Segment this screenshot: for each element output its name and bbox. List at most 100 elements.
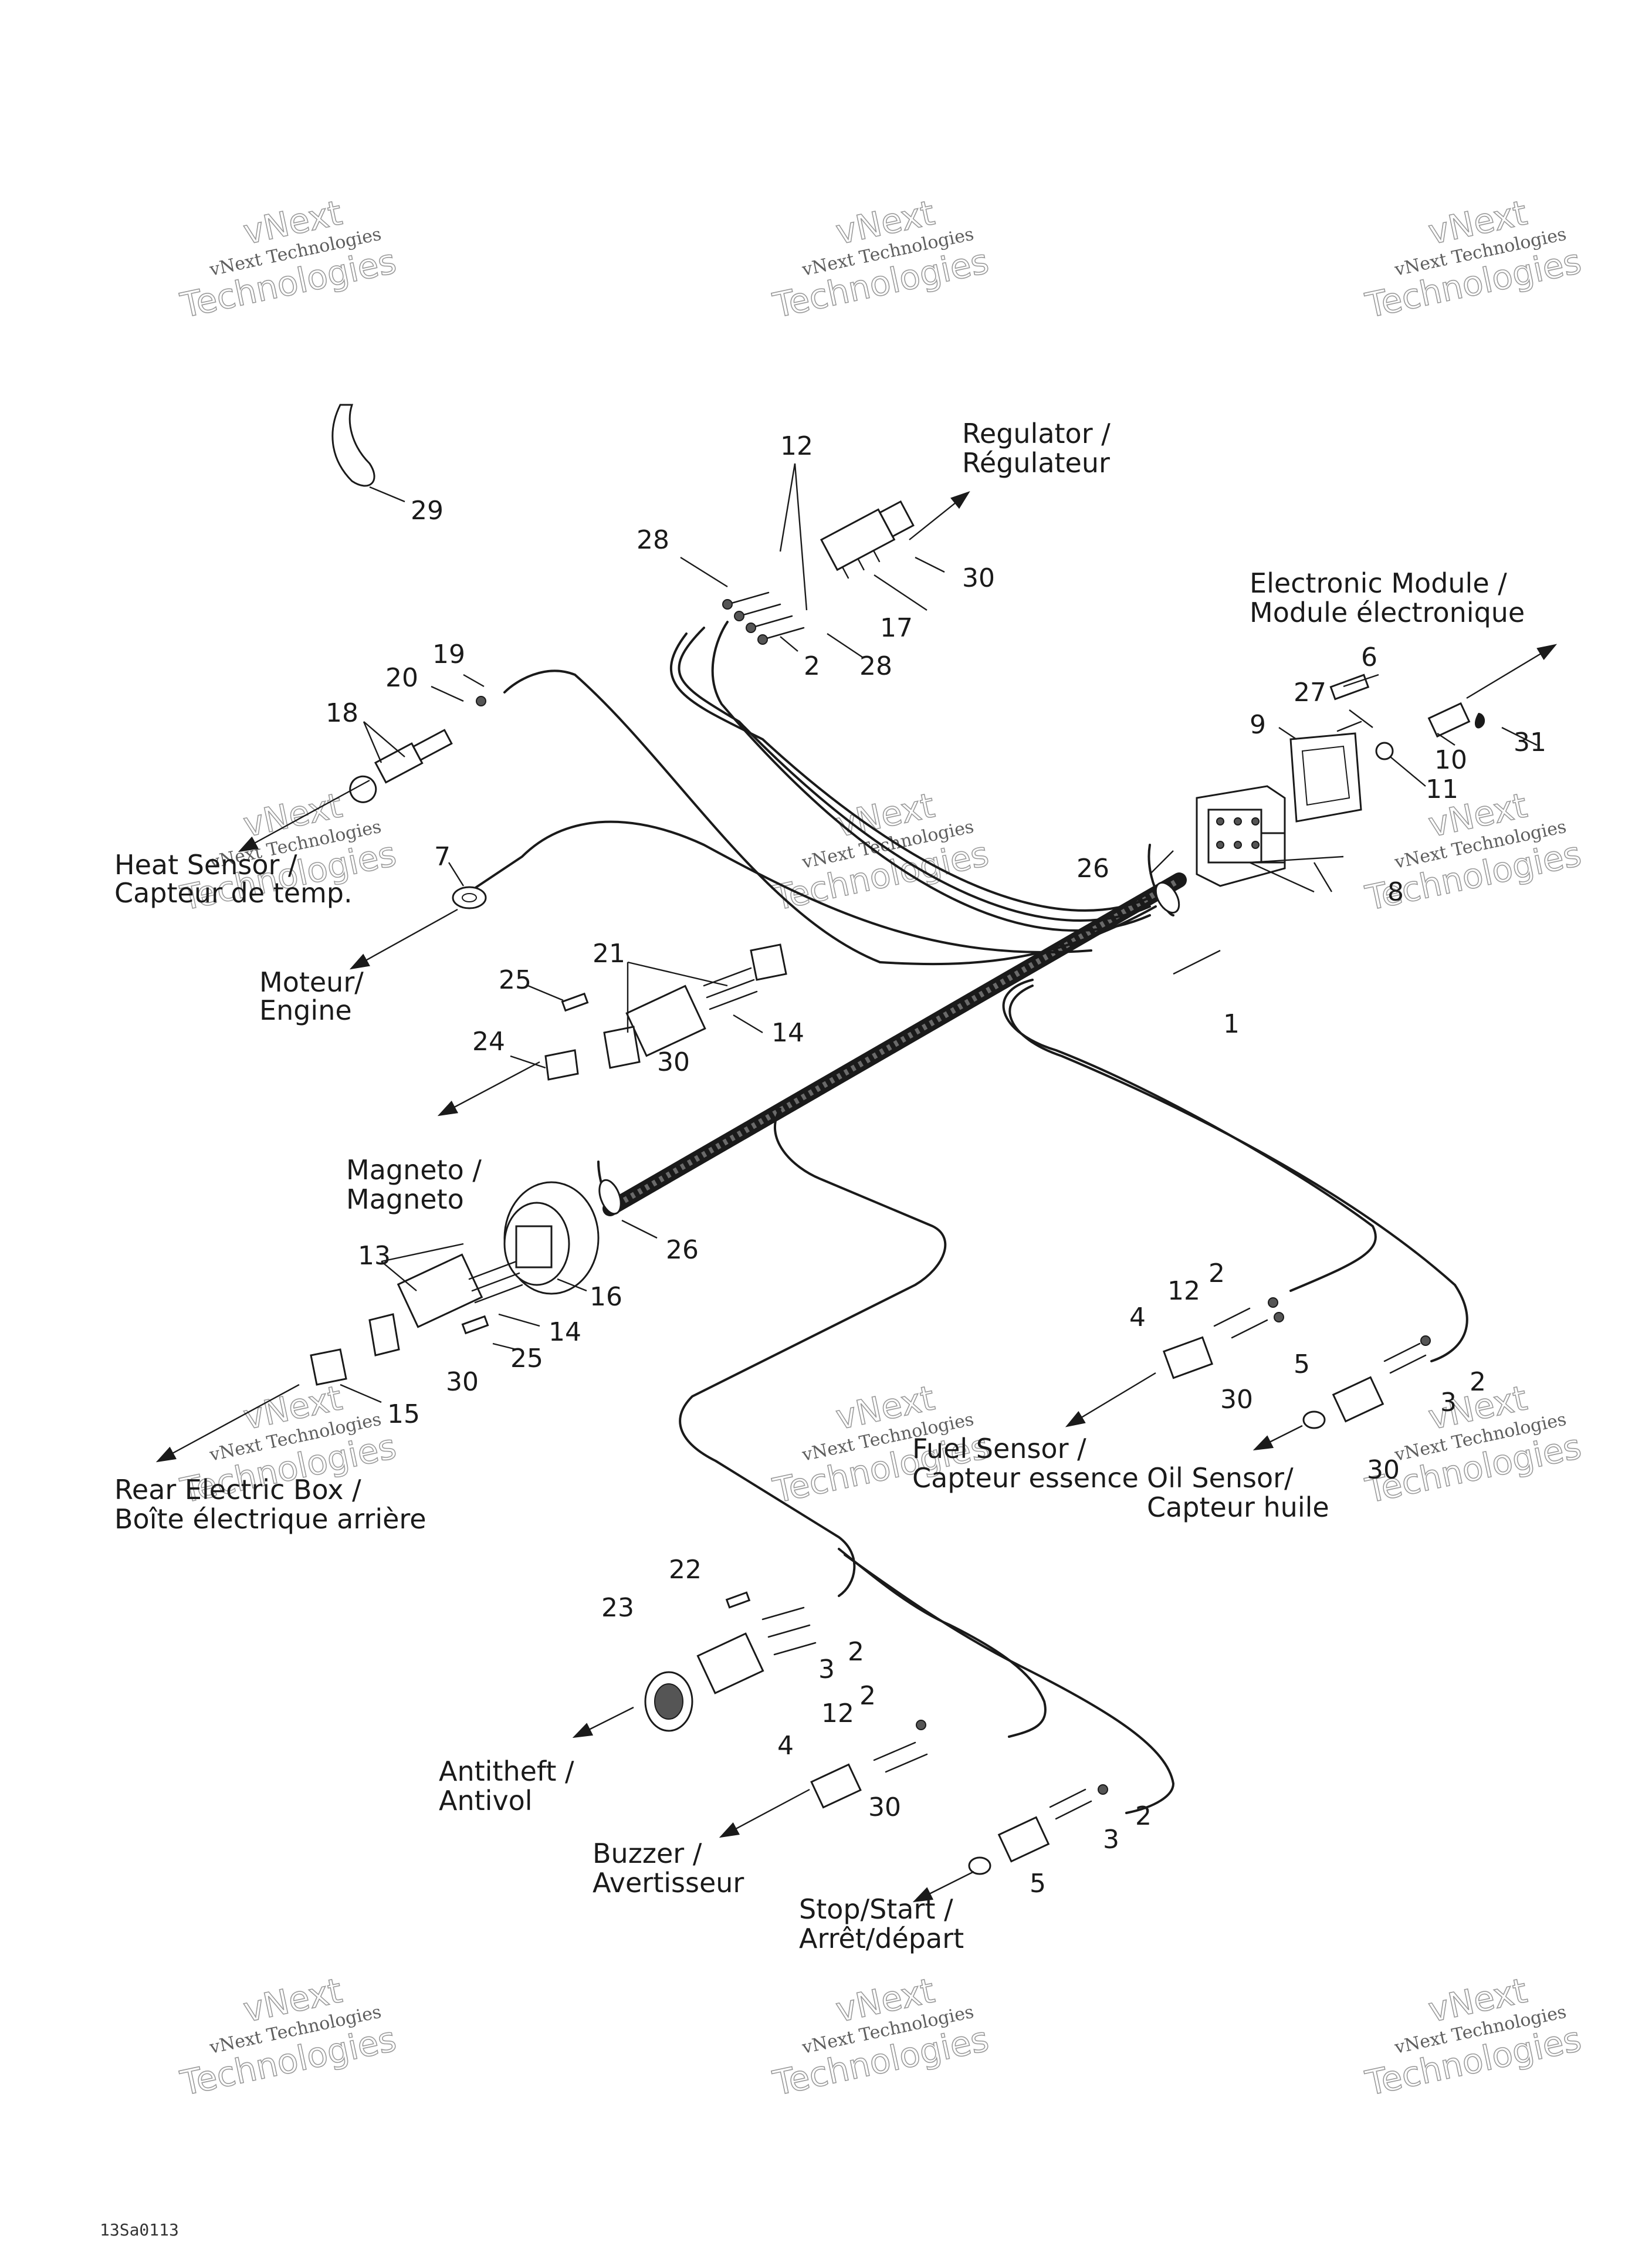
callout-2: 2 <box>848 1637 864 1667</box>
label-buzzer-fr: Avertisseur <box>593 1867 744 1899</box>
engine-ring-terminal <box>452 886 487 909</box>
buzzer-connector <box>810 1720 928 1809</box>
destination-arrows <box>155 491 1558 1903</box>
label-fuel-sensor-fr: Capteur essence <box>912 1462 1139 1494</box>
electronic-module-housing <box>1196 785 1286 887</box>
fuel-sensor-connector <box>1162 1297 1284 1379</box>
label-oil-sensor-en: Oil Sensor/ <box>1147 1462 1294 1494</box>
label-rear-box-fr: Boîte électrique arrière <box>114 1503 426 1535</box>
callout-3: 3 <box>818 1655 835 1684</box>
callout-30: 30 <box>962 563 995 593</box>
callout-30: 30 <box>657 1047 690 1077</box>
callout-30: 30 <box>868 1792 901 1822</box>
rear-box-connector <box>310 1253 523 1386</box>
callout-20: 20 <box>385 663 418 693</box>
callout-12: 12 <box>1167 1276 1200 1306</box>
callout-2: 2 <box>804 651 820 681</box>
label-electronic-module-fr: Module électronique <box>1250 597 1525 628</box>
callout-25: 25 <box>499 965 532 995</box>
callout-21: 21 <box>593 939 625 969</box>
label-electronic-module-en: Electronic Module / <box>1250 567 1507 599</box>
callout-12: 12 <box>780 431 813 461</box>
callout-31: 31 <box>1514 728 1546 757</box>
callout-18: 18 <box>326 698 358 728</box>
callout-19: 19 <box>432 640 465 669</box>
callout-2: 2 <box>1208 1259 1225 1288</box>
watermark-mid-center: vNext Technologies vNext Technologies <box>769 784 993 918</box>
callout-16: 16 <box>590 1282 622 1312</box>
callout-2: 2 <box>1135 1801 1152 1831</box>
callout-3: 3 <box>1440 1388 1457 1418</box>
callout-4: 4 <box>777 1731 794 1761</box>
callout-11: 11 <box>1426 774 1458 804</box>
label-stopstart-en: Stop/Start / <box>799 1893 953 1925</box>
watermark-bottom-left: vNext Technologies vNext Technologies <box>177 1970 400 2103</box>
callout-22: 22 <box>669 1555 702 1585</box>
callout-14: 14 <box>771 1018 804 1048</box>
wire-heat-sensor <box>503 669 1157 966</box>
callout-2: 2 <box>1470 1367 1486 1397</box>
harness-wires <box>468 621 1468 1814</box>
label-regulator-fr: Régulateur <box>962 447 1110 479</box>
label-engine-en: Engine <box>259 994 352 1026</box>
label-fuel-sensor-en: Fuel Sensor / <box>912 1433 1086 1464</box>
callout-10: 10 <box>1434 745 1467 775</box>
cable-tie-part <box>331 404 375 487</box>
callout-2: 2 <box>859 1681 876 1711</box>
label-engine-fr: Moteur/ <box>259 966 364 998</box>
regulator-connector <box>820 500 915 579</box>
callout-17: 17 <box>880 613 913 643</box>
callout-6: 6 <box>1361 642 1377 672</box>
watermark-top-center: vNext Technologies vNext Technologies <box>769 192 993 326</box>
stopstart-connector <box>968 1784 1108 1875</box>
label-antitheft-fr: Antivol <box>439 1785 533 1816</box>
watermark-bottom-right: vNext Technologies vNext Technologies <box>1362 1970 1585 2103</box>
wire-fuel-oil <box>1002 979 1377 1292</box>
label-heat-sensor-en: Heat Sensor / <box>114 849 297 881</box>
callout-29: 29 <box>411 496 444 526</box>
callout-numbers: 29 12 28 30 17 2 28 19 20 18 7 21 25 14 … <box>326 431 1546 1899</box>
callout-25: 25 <box>510 1344 543 1374</box>
callout-26: 26 <box>1076 854 1109 884</box>
callout-30: 30 <box>446 1367 479 1397</box>
label-rear-box-en: Rear Electric Box / <box>114 1474 361 1506</box>
callout-12: 12 <box>821 1699 854 1728</box>
callout-5: 5 <box>1030 1869 1046 1899</box>
watermark-top-right: vNext Technologies vNext Technologies <box>1362 192 1585 326</box>
callout-26: 26 <box>666 1235 699 1265</box>
watermark-bottom-center: vNext Technologies vNext Technologies <box>769 1970 993 2103</box>
callout-30: 30 <box>1220 1385 1253 1415</box>
callout-13: 13 <box>358 1241 391 1271</box>
wire-regulator <box>669 632 1151 912</box>
drawing-code: 13Sa0113 <box>100 2220 179 2240</box>
watermark-mid-right: vNext Technologies vNext Technologies <box>1362 784 1585 918</box>
label-heat-sensor-fr: Capteur de temp. <box>114 877 353 909</box>
callout-28: 28 <box>859 651 892 681</box>
antitheft-connector <box>644 1591 817 1732</box>
callout-leaders <box>340 463 1538 1403</box>
callout-3: 3 <box>1103 1825 1119 1855</box>
callout-7: 7 <box>434 842 451 872</box>
callout-5: 5 <box>1294 1349 1310 1379</box>
label-oil-sensor-fr: Capteur huile <box>1147 1491 1329 1523</box>
parts <box>310 404 1485 1875</box>
callout-27: 27 <box>1294 678 1326 708</box>
destination-labels: Regulator / Régulateur Electronic Module… <box>114 418 1525 1954</box>
callout-9: 9 <box>1250 710 1266 740</box>
callout-1: 1 <box>1223 1009 1240 1039</box>
magneto-connector <box>544 943 787 1081</box>
regulator-terminals <box>722 591 805 645</box>
oil-sensor-connector <box>1302 1335 1431 1429</box>
wire-lower-branch <box>679 1108 947 1597</box>
label-stopstart-fr: Arrêt/départ <box>799 1923 964 1954</box>
watermark-low-right: vNext Technologies vNext Technologies <box>1362 1377 1585 1511</box>
watermark-top-left: vNext Technologies vNext Technologies <box>177 192 400 326</box>
callout-4: 4 <box>1129 1303 1146 1332</box>
label-regulator-en: Regulator / <box>962 418 1111 449</box>
callout-14: 14 <box>549 1317 581 1347</box>
callout-8: 8 <box>1387 877 1404 907</box>
callout-28: 28 <box>637 525 669 555</box>
label-buzzer-en: Buzzer / <box>593 1838 702 1869</box>
label-magneto-fr: Magneto <box>346 1183 464 1215</box>
label-antitheft-en: Antitheft / <box>439 1755 574 1787</box>
